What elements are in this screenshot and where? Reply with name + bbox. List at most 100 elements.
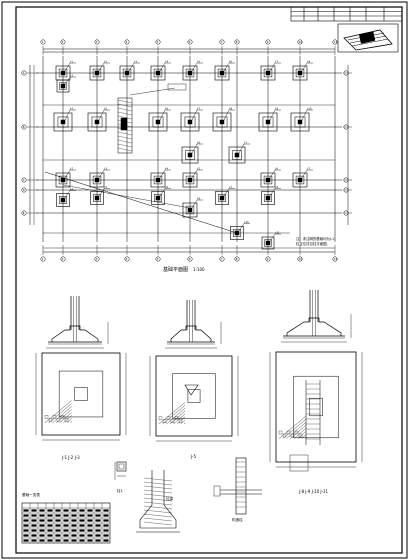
footing-step — [92, 68, 102, 78]
column-section — [219, 119, 225, 125]
axis-letter-left: A — [23, 71, 25, 75]
axis-bubble-top — [155, 39, 161, 45]
j5-section — [149, 300, 239, 442]
footing-outline — [292, 65, 308, 81]
small-column-core — [118, 463, 125, 470]
table-cell-text — [39, 519, 45, 522]
table-cell-text — [79, 529, 85, 532]
table-cell-text — [71, 534, 77, 537]
plan-scale: 1:100 — [193, 267, 205, 272]
axis-letter-left: B — [23, 125, 25, 129]
rebar-cell — [158, 416, 163, 420]
footing-profile — [51, 325, 99, 342]
axis-bubble-left — [21, 210, 27, 216]
footing-outline — [181, 146, 199, 164]
footing-plan-outline — [275, 351, 357, 463]
axis-bubble-left — [21, 70, 27, 76]
rebar-hatch — [176, 416, 186, 425]
axis-bubble-top — [94, 39, 100, 45]
j1-section — [35, 296, 127, 441]
detail-mid-label: 拉梁 — [166, 496, 174, 501]
footing-mark: J-10 — [243, 221, 249, 224]
table-cell-text — [103, 524, 109, 527]
axis-bubble-bottom — [40, 256, 46, 262]
footing-outline — [261, 236, 275, 250]
rebar-hatch — [70, 421, 72, 423]
rebar-hatch — [59, 412, 72, 423]
footing-outline — [90, 191, 104, 205]
axis-number-bottom: 10 — [299, 257, 303, 261]
axis-bubble-top — [332, 39, 338, 45]
axis-bubble-left — [21, 177, 27, 183]
footing: J-7 — [228, 141, 250, 164]
title-block — [290, 6, 403, 22]
table-cell-text — [47, 519, 53, 522]
table-cell-text — [63, 534, 69, 537]
footing-mark: J-5 — [103, 186, 107, 189]
leader-line — [98, 109, 105, 121]
axis-number-top: 2 — [62, 40, 64, 44]
axis-bubble-bottom — [265, 256, 271, 262]
table-cell-text — [55, 519, 61, 522]
footing: J-7 — [180, 107, 203, 132]
footing: J-3 — [89, 167, 110, 188]
table-cell-text — [63, 514, 69, 517]
table-cell-text — [87, 509, 93, 512]
footing-step — [93, 194, 101, 202]
rebar-hatch — [180, 419, 186, 425]
rebar-cell — [170, 419, 175, 423]
axis-bubble-bottom — [124, 256, 130, 262]
table-cell-text — [31, 514, 37, 517]
table-cell-text — [23, 524, 29, 527]
footing-step — [218, 194, 226, 202]
table-cell-text — [87, 539, 93, 542]
footing-plan-outline — [41, 352, 121, 436]
footing-outline — [260, 172, 276, 188]
footing-mark: J-6 — [228, 60, 232, 63]
table-cell-text — [47, 534, 53, 537]
footing-outline — [150, 172, 166, 188]
wall-hatch — [143, 485, 173, 490]
section-1-label: J-1 J-2 J-3 — [61, 455, 80, 460]
wall-footing — [139, 470, 177, 529]
footing-plan-step — [293, 375, 339, 439]
leader-line — [191, 143, 198, 154]
table-cell-text — [79, 519, 85, 522]
footing-step — [185, 175, 195, 185]
table-cell-text — [71, 524, 77, 527]
footing-step — [122, 68, 132, 78]
footing: J-4 — [150, 60, 171, 81]
footing: J-3 — [56, 74, 76, 93]
footing-step — [185, 68, 195, 78]
footing-outline — [212, 112, 232, 132]
axis-bubble-top — [40, 39, 46, 45]
footing-outline — [89, 65, 105, 81]
leader-line — [159, 109, 166, 121]
callout-line — [129, 87, 176, 96]
table-cell-text — [79, 539, 85, 542]
table-cell-text — [103, 519, 109, 522]
axis-number-bottom: 4 — [126, 257, 128, 261]
hatch-line — [117, 111, 133, 116]
column-section — [94, 119, 100, 125]
footing-mark: J-7 — [228, 186, 232, 189]
footing-step — [184, 116, 196, 128]
footing-mark: J-5 — [196, 167, 200, 170]
table-cell-text — [23, 514, 29, 517]
rebar-cell — [282, 433, 287, 438]
footing-mark: J-7 — [196, 107, 200, 110]
column-group — [120, 117, 128, 131]
axis-number-top: 7 — [221, 40, 223, 44]
table-cell-text — [23, 519, 29, 522]
footing-profile — [286, 317, 342, 336]
footing-outline — [87, 112, 107, 132]
table-cell-text — [31, 524, 37, 527]
leader-line — [64, 76, 71, 85]
leader-line — [159, 62, 166, 72]
footing: J-6 — [151, 186, 171, 205]
footing: J-2 — [89, 60, 110, 81]
footing-step — [295, 68, 305, 78]
section-3-label: J-8 J-9 J-10 J-11 — [298, 489, 328, 494]
footing-mark: J-2 — [69, 167, 73, 170]
